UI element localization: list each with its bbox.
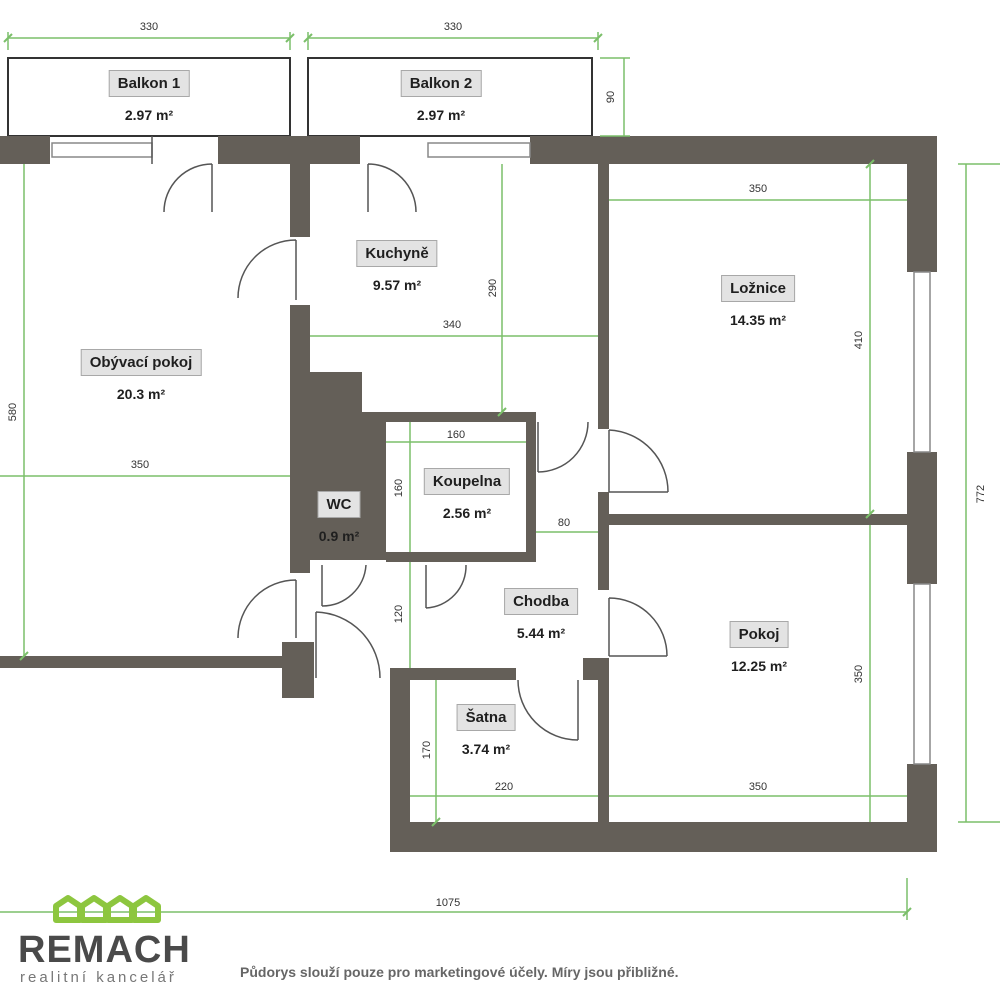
room-balkon-1: Balkon 1 2.97 m²: [108, 70, 190, 123]
dim-obyvaci-height: 580: [7, 403, 19, 421]
wall-core-step: [310, 372, 534, 560]
room-name: WC: [317, 491, 361, 518]
dim-kuchyne-height: 290: [487, 279, 499, 297]
dim-pokoj-width: 350: [749, 781, 767, 793]
wall-loznice-bottom: [609, 514, 907, 525]
dim-balkon2-width: 330: [444, 21, 462, 33]
wall-satna-left: [390, 668, 410, 852]
room-name: Obývací pokoj: [80, 349, 202, 376]
room-name: Balkon 2: [400, 70, 482, 97]
dim-balcony-depth: 90: [605, 91, 617, 103]
room-area: 5.44 m²: [516, 625, 566, 641]
balconies: [7, 57, 593, 137]
wall-right-1: [907, 136, 937, 272]
walls: [0, 136, 937, 852]
dim-koupelna-width: 160: [447, 429, 465, 441]
room-name: Kuchyně: [356, 240, 438, 267]
dimension-ticks: [3, 33, 912, 917]
wall-wc-left: [290, 470, 302, 572]
wall-living-bottom-block: [282, 642, 314, 698]
doors: [151, 136, 669, 741]
wall-kitchen-left-top: [290, 164, 310, 237]
windows: [51, 142, 931, 765]
window-loznice: [913, 271, 931, 453]
dim-satna-width: 220: [495, 781, 513, 793]
room-kuchyne: Kuchyně 9.57 m²: [356, 240, 438, 293]
dimension-labels: 330 330 90 350 410 772 290 340 580 350 1…: [7, 21, 987, 909]
wall-satna-top: [390, 668, 516, 680]
room-area: 9.57 m²: [372, 277, 422, 293]
room-name: Ložnice: [721, 275, 795, 302]
dim-balkon1-width: 330: [140, 21, 158, 33]
wall-loznice-left-top: [598, 164, 609, 429]
room-chodba: Chodba 5.44 m²: [504, 588, 578, 641]
room-area: 2.56 m²: [442, 505, 492, 521]
room-loznice: Ložnice 14.35 m²: [721, 275, 795, 328]
window-living: [51, 142, 153, 158]
brand-tagline: realitní kancelář: [20, 969, 177, 986]
room-wc: WC 0.9 m²: [317, 491, 361, 544]
dim-total-height: 772: [975, 485, 987, 503]
dimension-lines: [0, 32, 1000, 920]
door-satna: [517, 679, 579, 741]
room-area: 20.3 m²: [116, 386, 166, 402]
room-balkon-2: Balkon 2 2.97 m²: [400, 70, 482, 123]
room-name: Balkon 1: [108, 70, 190, 97]
dim-loznice-height: 410: [853, 331, 865, 349]
dim-kuchyne-width: 340: [443, 319, 461, 331]
dim-koupelna-height: 160: [393, 479, 405, 497]
door-koupelna: [425, 564, 467, 609]
window-pokoj: [913, 583, 931, 765]
room-pokoj: Pokoj 12.25 m²: [729, 621, 789, 674]
door-loznice: [608, 429, 669, 493]
room-name: Koupelna: [423, 468, 511, 495]
window-kitchen: [427, 142, 531, 158]
room-area: 3.74 m²: [461, 741, 511, 757]
room-satna: Šatna 3.74 m²: [456, 704, 516, 757]
disclaimer-text: Půdorys slouží pouze pro marketingové úč…: [240, 964, 679, 980]
room-area: 2.97 m²: [416, 107, 466, 123]
room-koupelna: Koupelna 2.56 m²: [423, 468, 511, 521]
dim-satna-height: 170: [421, 741, 433, 759]
brand-name: REMACH: [18, 929, 191, 971]
logo-houses-icon: [53, 895, 161, 923]
room-name: Chodba: [504, 588, 578, 615]
wall-living-bottom: [0, 656, 292, 668]
wall-top-left: [0, 136, 50, 164]
room-name: Pokoj: [729, 621, 789, 648]
dim-obyvaci-width: 350: [131, 459, 149, 471]
room-area: 2.97 m²: [124, 107, 174, 123]
door-chodba-kitchen: [537, 421, 589, 473]
door-kitchen: [237, 239, 297, 300]
door-balcony-1: [151, 136, 213, 213]
room-area: 14.35 m²: [729, 312, 787, 328]
dim-chodba-width: 80: [558, 517, 570, 529]
wall-top-right: [530, 136, 937, 164]
door-balcony-2: [367, 163, 417, 213]
dim-loznice-width: 350: [749, 183, 767, 195]
door-entrance: [315, 611, 381, 679]
room-obyvaci-pokoj: Obývací pokoj 20.3 m²: [80, 349, 202, 402]
dim-pokoj-height: 350: [853, 665, 865, 683]
wall-koupelna-bottom: [386, 552, 536, 562]
room-area: 0.9 m²: [318, 528, 360, 544]
door-pokoj: [608, 597, 668, 657]
wall-right-2: [907, 452, 937, 584]
room-area: 12.25 m²: [730, 658, 788, 674]
wall-koupelna-right: [526, 412, 536, 560]
wall-pokoj-left-low: [598, 658, 609, 822]
wall-bottom: [390, 822, 937, 852]
wall-top-mid: [218, 136, 360, 164]
door-wc: [321, 564, 367, 607]
dim-chodba-height: 120: [393, 605, 405, 623]
wall-loznice-left-mid: [598, 492, 609, 590]
room-name: Šatna: [456, 704, 516, 731]
door-living: [237, 579, 297, 639]
dim-total-width: 1075: [436, 897, 460, 909]
